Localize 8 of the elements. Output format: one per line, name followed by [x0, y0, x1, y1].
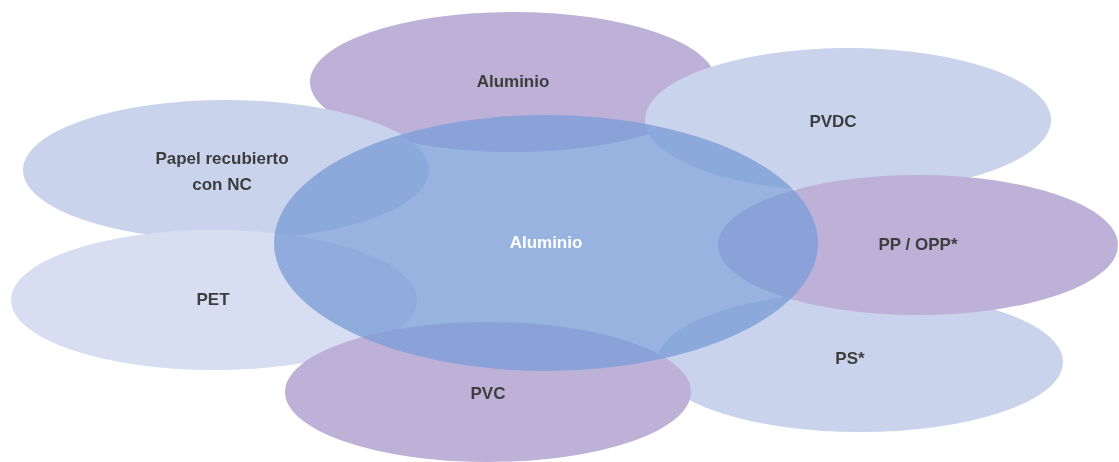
- ellipse-label: PVDC: [808, 111, 858, 133]
- ellipse-label: Aluminio: [508, 232, 584, 254]
- ellipse-label: PET: [195, 289, 231, 311]
- ellipse-label: Papel recubierto con NC: [154, 148, 290, 196]
- ellipse-label: PVC: [469, 383, 507, 405]
- ellipse-label: Aluminio: [475, 71, 551, 93]
- ellipse-label: PS*: [834, 348, 866, 370]
- ellipse-label: PP / OPP*: [877, 234, 959, 256]
